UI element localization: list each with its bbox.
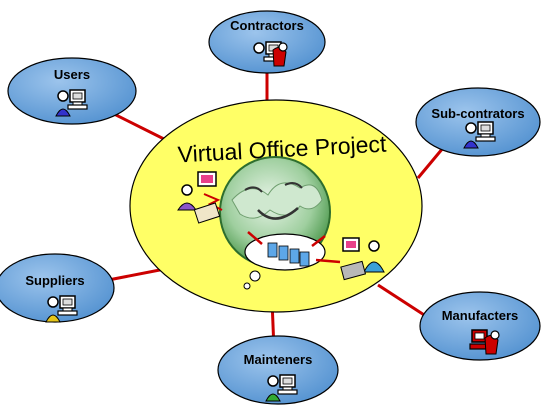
person-at-computer-icon [265, 374, 298, 402]
node-label-sub-contractors: Sub-contrators [431, 106, 524, 121]
person-at-computer-icon [45, 295, 78, 323]
node-label-contractors: Contractors [230, 18, 304, 33]
person-at-computer-icon [253, 41, 288, 67]
node-sub-contractors: Sub-contrators [415, 87, 541, 157]
node-label-mainteners: Mainteners [244, 352, 313, 367]
node-label-manufacturers: Manufacters [442, 308, 519, 323]
person-at-computer-icon [55, 89, 88, 117]
person-at-computer-icon [463, 121, 496, 149]
center-worker-left [177, 171, 223, 224]
node-contractors: Contractors [208, 10, 326, 74]
globe-illustration [219, 156, 341, 290]
center-worker-right [340, 237, 385, 281]
node-label-users: Users [54, 67, 90, 82]
person-at-computer-icon [469, 329, 500, 355]
node-users: Users [7, 57, 137, 125]
node-manufacturers: Manufacters [419, 291, 541, 361]
node-label-suppliers: Suppliers [25, 273, 84, 288]
node-suppliers: Suppliers [0, 253, 115, 323]
node-mainteners: Mainteners [217, 335, 339, 405]
